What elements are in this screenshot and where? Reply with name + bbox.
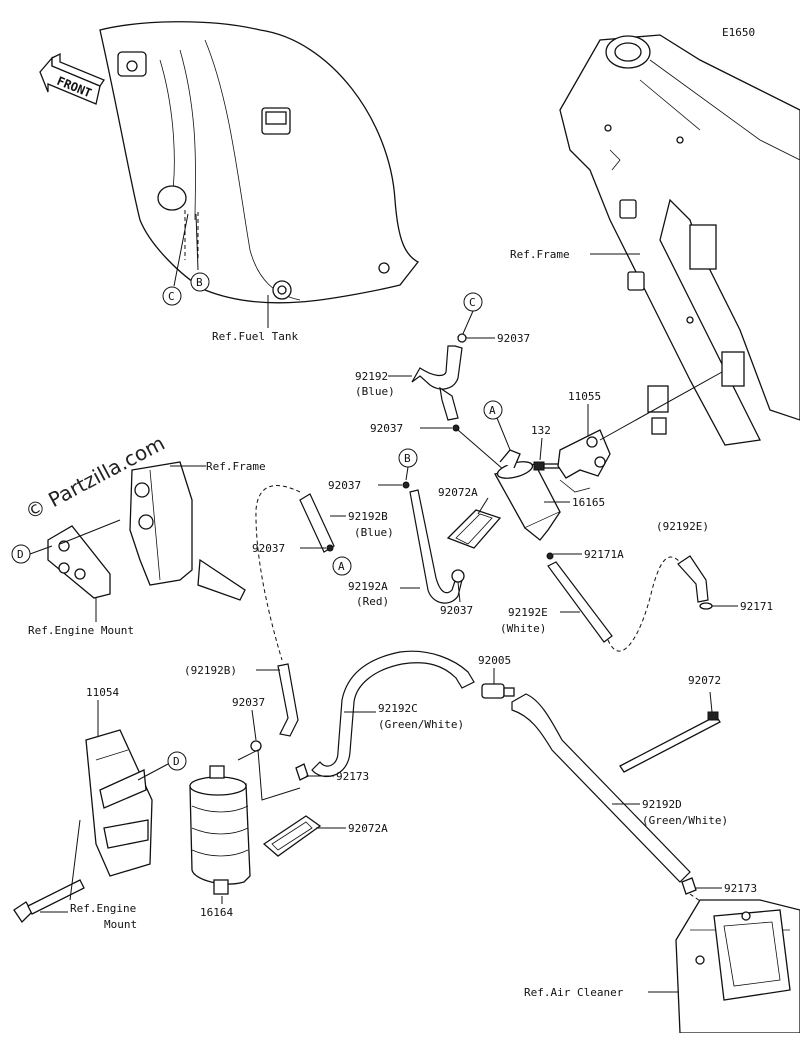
clamp-92037-bottom [451,569,465,583]
canister-16164 [189,765,251,895]
label-92192d-2: (Green/White) [642,814,728,827]
ref-engine-mount-upper-label: Ref.Engine Mount [28,624,134,637]
clamp-92171 [699,602,713,610]
label-92072a-low: 92072A [348,822,388,835]
label-92037-a: 92037 [252,542,285,555]
label-92037-bottom: 92037 [440,604,473,617]
ref-engine-mount-lower-2: Mount [104,918,137,931]
clamp-92037-canister [250,740,262,752]
hose-92192b-lower [277,663,299,737]
label-92037-b: 92037 [328,479,361,492]
callout-a-mid-label: A [338,560,345,573]
hose-92192-blue [411,345,463,390]
label-92037-top: 92037 [497,332,530,345]
bracket-11055 [557,429,611,493]
label-92192-2: (Blue) [355,385,395,398]
left-frame-section [129,461,246,601]
label-92171: 92171 [740,600,773,613]
main-frame [559,34,800,446]
bolt-engine-mount [13,879,85,924]
label-16165: 16165 [572,496,605,509]
label-92192e-paren: (92192E) [656,520,709,533]
label-92192b-2: (Blue) [354,526,394,539]
label-16164: 16164 [200,906,233,919]
joint-92005 [481,683,515,699]
callout-a-filter [483,400,503,420]
callout-a-mid [332,556,352,576]
ref-engine-mount-lower-1: Ref.Engine [70,902,136,915]
ref-air-cleaner-label: Ref.Air Cleaner [524,986,624,999]
label-11054: 11054 [86,686,119,699]
label-92192e-1: 92192E [508,606,548,619]
hose-92192e-white [547,561,613,643]
label-92192a-2: (Red) [356,595,389,608]
callout-d-bracket [167,751,187,771]
callout-b-tank-label: B [196,276,203,289]
label-92037-mid: 92037 [370,422,403,435]
label-11055: 11055 [568,390,601,403]
label-92037-canister: 92037 [232,696,265,709]
label-92005: 92005 [478,654,511,667]
fuel-filter-16165 [494,449,561,541]
fuel-tank [99,21,419,304]
bolt-132 [533,461,561,471]
label-132: 132 [531,424,551,437]
band-92072a-mid [446,509,502,549]
callout-d-bracket-label: D [173,755,180,768]
clamp-92173-low [681,877,697,895]
ref-frame-top-label: Ref.Frame [510,248,570,261]
label-92171a: 92171A [584,548,624,561]
callout-b-mid-label: B [404,452,411,465]
hose-92192c [311,650,475,778]
label-92192a-1: 92192A [348,580,388,593]
clamp-92037-mid [452,424,460,432]
air-cleaner [675,899,800,1034]
hose-92192d [511,693,691,883]
callout-a-filter-label: A [489,404,496,417]
ref-fuel-tank-label: Ref.Fuel Tank [212,330,298,343]
engine-mount-plate [47,525,111,599]
label-92192e-2: (White) [500,622,546,635]
strap-92072 [619,711,721,773]
clamp-92037-a [326,544,334,552]
label-92192b-paren: (92192B) [184,664,237,677]
label-92173-low: 92173 [724,882,757,895]
callout-c-tank-label: C [168,290,175,303]
clamp-92037-b [402,481,410,489]
callout-b-tank [190,272,210,292]
label-92072a-mid: 92072A [438,486,478,499]
label-92072: 92072 [688,674,721,687]
label-92173-mid: 92173 [336,770,369,783]
front-arrow-icon: FRONT [39,52,105,105]
clamp-92173-mid [295,763,309,781]
bracket-11054 [85,729,153,877]
label-92192c-2: (Green/White) [378,718,464,731]
hose-92192b-blue [299,493,335,553]
hose-92192a-red [409,489,463,604]
clamp-92171a [546,552,554,560]
callout-c-tank [162,286,182,306]
callout-c-top-label: C [469,296,476,309]
clamp-92037-top [457,333,467,343]
band-92072a-low [262,815,322,857]
label-92192d-1: 92192D [642,798,682,811]
callout-d-mount-label: D [17,548,24,561]
ref-frame-left-label: Ref.Frame [206,460,266,473]
diagram-code: E1650 [722,26,755,39]
label-92192c-1: 92192C [378,702,418,715]
label-92192b-1: 92192B [348,510,388,523]
label-92192-1: 92192 [355,370,388,383]
